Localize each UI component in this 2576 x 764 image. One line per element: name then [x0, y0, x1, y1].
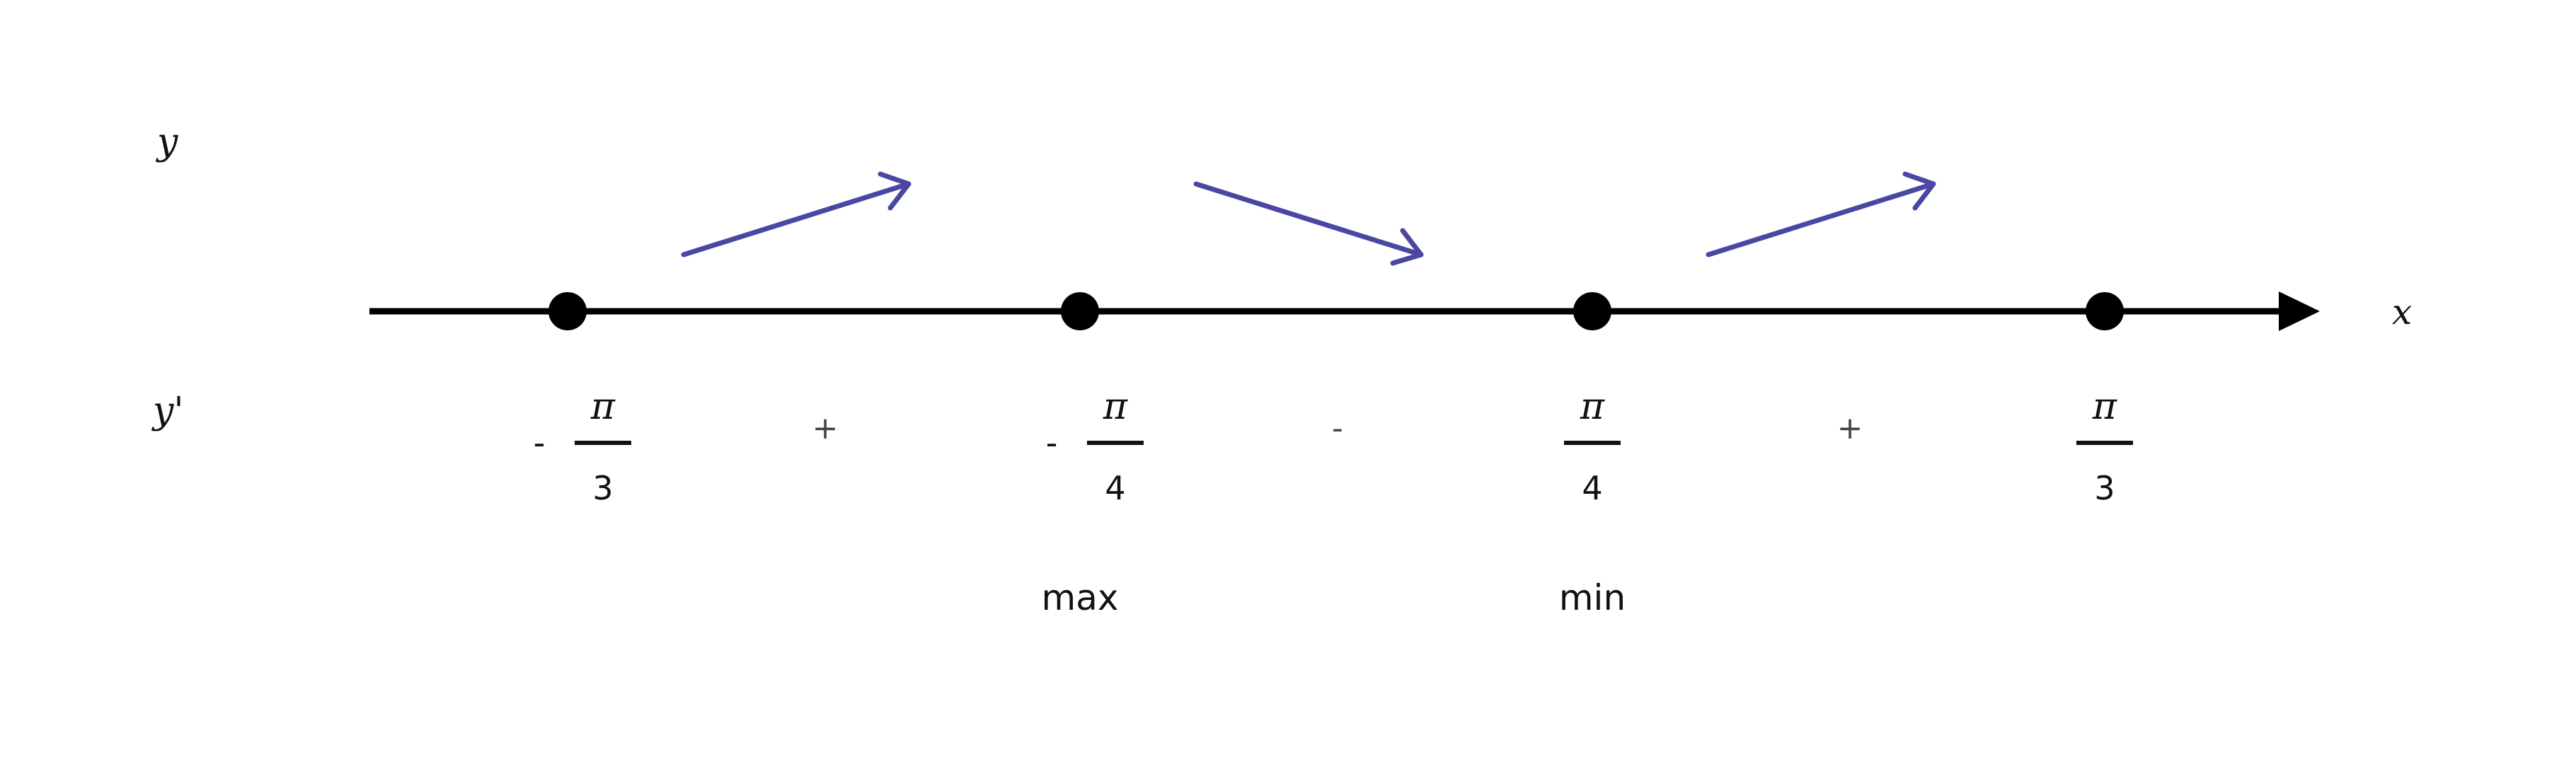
derivative-sign-interval-2: - [1332, 410, 1343, 446]
row-label-y-prime: y' [151, 390, 184, 432]
critical-point-dot [548, 292, 587, 330]
critical-point-dot [1061, 292, 1099, 330]
fraction-denominator: 4 [1582, 469, 1602, 507]
fraction-denominator: 4 [1105, 469, 1125, 507]
fraction-denominator: 3 [2094, 469, 2115, 507]
x-axis-arrowhead [2279, 291, 2320, 331]
fraction-numerator: π [2092, 386, 2117, 428]
trend-arrow-increasing-2 [1706, 171, 1936, 257]
critical-points [548, 292, 2124, 330]
point-label-neg-pi-3: - π 3 [534, 386, 631, 507]
fraction-denominator: 3 [592, 469, 613, 507]
point-label-neg-pi-4: - π 4 [1046, 386, 1144, 507]
trend-arrow-increasing-1 [681, 171, 912, 257]
fraction-numerator: π [1580, 386, 1605, 428]
point-label-pi-4: π 4 [1564, 386, 1621, 507]
fraction-sign: - [534, 424, 546, 462]
critical-point-dot [1573, 292, 1611, 330]
fraction-numerator: π [1103, 386, 1128, 428]
extremum-label-max: max [1042, 577, 1119, 618]
derivative-sign-interval-3: + [1837, 410, 1863, 446]
point-label-pi-3: π 3 [2076, 386, 2133, 507]
trend-arrow-decreasing [1193, 181, 1424, 266]
extremum-label-min: min [1559, 577, 1626, 618]
x-axis-label: x [2392, 291, 2412, 332]
critical-point-dot [2086, 292, 2124, 330]
fraction-numerator: π [590, 386, 616, 428]
derivative-sign-interval-1: + [812, 410, 839, 446]
fraction-sign: - [1046, 424, 1058, 462]
row-label-y: y [156, 121, 178, 163]
